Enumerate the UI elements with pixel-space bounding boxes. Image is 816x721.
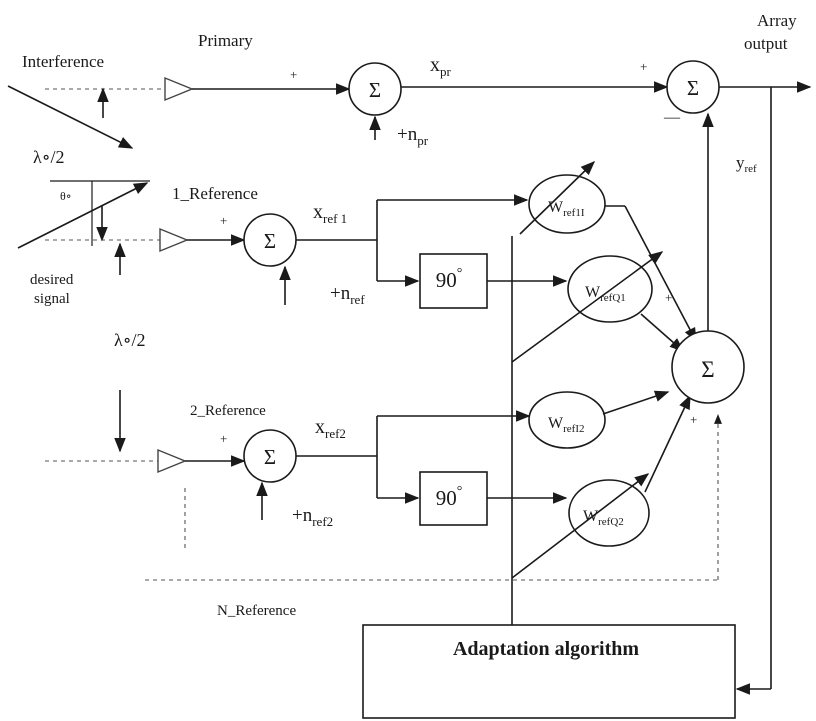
ref2-sum-symbol: Σ: [264, 445, 276, 469]
w1i-to-sum: [624, 205, 697, 343]
phase-shift-block-2: [419, 471, 488, 526]
ref1-amplifier: [159, 227, 189, 253]
w-ref2i-label: WrefI2: [548, 415, 584, 435]
primary-sum-node: [348, 62, 402, 116]
phase-shift-block-1: [419, 253, 488, 309]
phase-shift-label-1: 90°: [436, 266, 463, 292]
w2i-to-sum: [602, 390, 670, 415]
adapt-arrow-w1i: [519, 160, 596, 235]
plus-refsum-top: +: [665, 290, 672, 305]
refn-label: N_Reference: [217, 603, 296, 619]
weight-refq2-node: [568, 479, 650, 547]
minus-output-sum: —: [663, 109, 681, 126]
reference-sum-symbol: Σ: [701, 357, 714, 382]
adaptation-algorithm-block: [362, 624, 736, 719]
primary-label: Primary: [198, 31, 253, 50]
x-pr-label: xpr: [430, 54, 452, 79]
adaptation-algorithm-label: Adaptation algorithm: [453, 638, 639, 660]
w-refq1-label: WrefQ1: [585, 284, 626, 304]
desired-label-line1: desired: [30, 272, 74, 288]
adapt-arrow-wq2: [511, 473, 650, 579]
n-ref-label: +nref: [330, 283, 365, 307]
primary-amplifier: [164, 76, 194, 102]
plus-output-sum: +: [640, 59, 647, 74]
array-output-label-line2: output: [744, 34, 788, 53]
weight-ref2i-node: [528, 391, 606, 449]
primary-sum-symbol: Σ: [369, 78, 381, 102]
ref2-label: 2_Reference: [190, 403, 266, 419]
plus-ref1-sum: +: [220, 213, 227, 228]
wq1-to-sum: [640, 313, 685, 352]
desired-label-line2: signal: [34, 291, 70, 307]
adapt-arrow-wq1: [511, 251, 664, 363]
weight-ref1i-node: [528, 174, 606, 234]
plus-refsum-bottom-b: +: [690, 412, 697, 427]
ref2-amplifier: [157, 448, 187, 474]
lambda-label-2: λ∘/2: [114, 330, 146, 350]
n-pr-label: +npr: [397, 124, 429, 148]
plus-primary-sum: +: [290, 67, 297, 82]
desired-signal-ray: [17, 182, 149, 249]
n-ref2-label: +nref2: [292, 505, 333, 529]
w-refq2-label: WrefQ2: [583, 508, 624, 528]
output-sum-symbol: Σ: [687, 76, 699, 100]
lambda-label-1: λ∘/2: [33, 147, 65, 167]
wq2-to-sum: [644, 394, 691, 493]
ref1-sum-symbol: Σ: [264, 229, 276, 253]
plus-refsum-bottom-a: +: [682, 397, 689, 412]
y-ref-label: yref: [736, 153, 757, 175]
theta-label: θ∘: [60, 189, 72, 203]
plus-ref2-sum: +: [220, 431, 227, 446]
interference-label: Interference: [22, 52, 104, 71]
x-ref1-label: xref 1: [313, 201, 347, 226]
phase-shift-label-2: 90°: [436, 484, 463, 510]
x-ref2-label: xref2: [315, 416, 346, 441]
reference-sum-node: [671, 330, 745, 404]
interference-ray: [7, 85, 134, 149]
array-output-label-line1: Array: [757, 11, 797, 30]
w-ref1i-label: Wref1I: [548, 199, 585, 219]
ref1-label: 1_Reference: [172, 184, 258, 203]
